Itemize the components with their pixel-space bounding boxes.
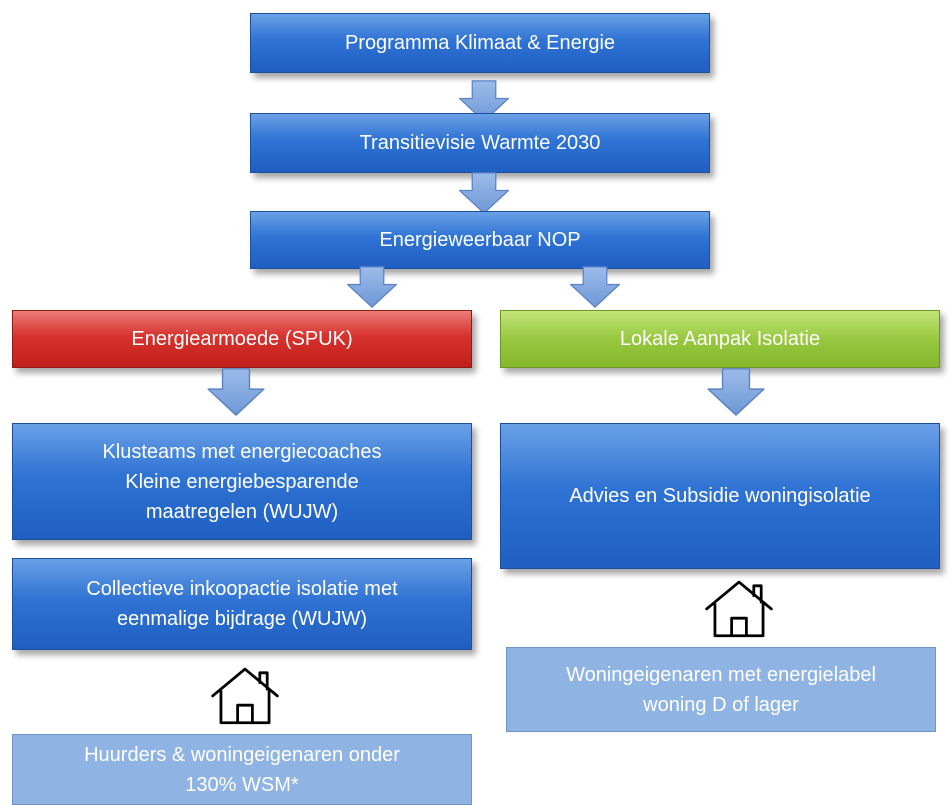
box-lokale-aanpak-isolatie: Lokale Aanpak Isolatie [500, 310, 940, 368]
box-collectieve-inkoopactie: Collectieve inkoopactie isolatie met een… [12, 558, 472, 650]
box-klusteams-label: Klusteams met energiecoaches Kleine ener… [102, 440, 382, 523]
box-transitievisie-label: Transitievisie Warmte 2030 [359, 132, 601, 154]
box-programma-label: Programma Klimaat & Energie [344, 32, 616, 54]
box-huurders-woningeigenaren: Huurders & woningeigenaren onder 130% WS… [12, 734, 472, 805]
box-energiearmoede: Energiearmoede (SPUK) [12, 310, 472, 368]
box-energieweerbaar-nop: Energieweerbaar NOP [250, 211, 710, 269]
box-collectieve-label: Collectieve inkoopactie isolatie met een… [86, 578, 398, 630]
house-icon [211, 667, 279, 725]
box-transitievisie: Transitievisie Warmte 2030 [250, 113, 710, 173]
box-woningeigenaren-label: Woningeigenaren met energielabel woning … [566, 663, 876, 716]
box-advies-label: Advies en Subsidie woningisolatie [569, 485, 871, 507]
arrow-down-icon [458, 172, 510, 214]
box-woningeigenaren-energielabel: Woningeigenaren met energielabel woning … [506, 647, 936, 732]
box-programma-klimaat-energie: Programma Klimaat & Energie [250, 13, 710, 73]
arrow-down-icon [569, 266, 621, 308]
house-icon [705, 580, 773, 638]
box-huurders-label: Huurders & woningeigenaren onder 130% WS… [84, 743, 400, 796]
arrow-down-icon [707, 368, 765, 416]
box-energieweerbaar-label: Energieweerbaar NOP [379, 229, 581, 251]
box-advies-subsidie: Advies en Subsidie woningisolatie [500, 423, 940, 569]
box-klusteams: Klusteams met energiecoaches Kleine ener… [12, 423, 472, 540]
box-energiearmoede-label: Energiearmoede (SPUK) [131, 328, 353, 350]
box-lokale-aanpak-label: Lokale Aanpak Isolatie [619, 328, 821, 350]
arrow-down-icon [207, 368, 265, 416]
arrow-down-icon [346, 266, 398, 308]
